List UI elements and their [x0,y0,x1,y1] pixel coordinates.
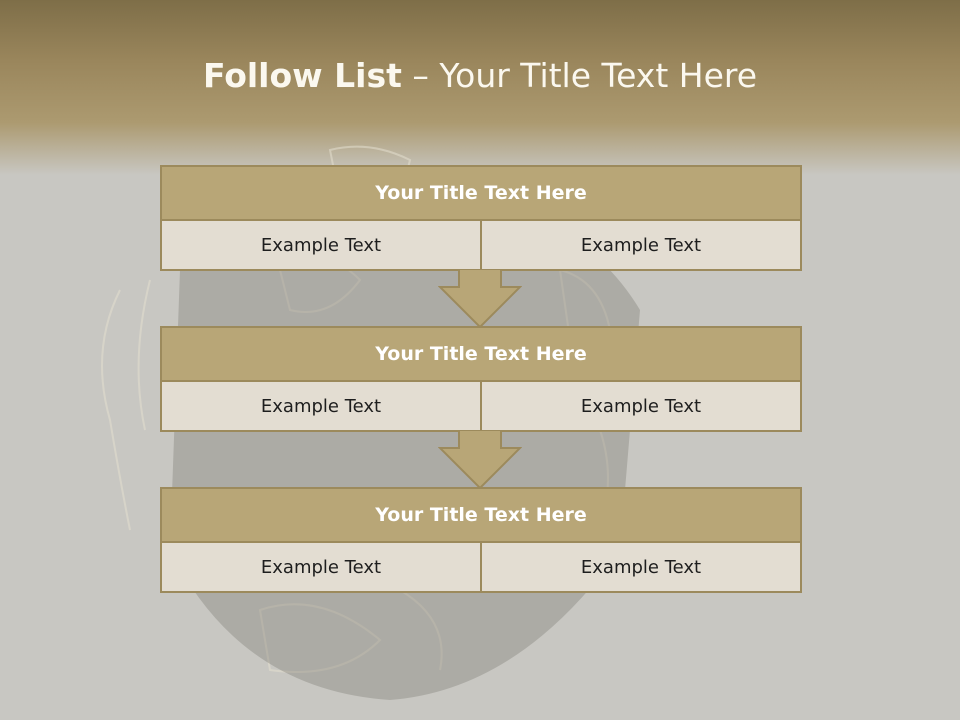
block-title: Your Title Text Here [160,326,802,382]
block-cell-right: Example Text [482,543,802,593]
header-band [0,0,960,175]
block-title: Your Title Text Here [160,165,802,221]
list-block-2: Your Title Text Here Example Text Exampl… [160,326,802,432]
block-cell-left: Example Text [160,382,482,432]
list-block-1: Your Title Text Here Example Text Exampl… [160,165,802,271]
block-cell-left: Example Text [160,543,482,593]
block-cell-right: Example Text [482,221,802,271]
block-row: Example Text Example Text [160,221,802,271]
down-arrow-icon [438,269,522,329]
block-cell-right: Example Text [482,382,802,432]
title-strong: Follow List [202,56,402,95]
title-rest: – Your Title Text Here [401,56,758,95]
block-cell-left: Example Text [160,221,482,271]
block-row: Example Text Example Text [160,543,802,593]
block-row: Example Text Example Text [160,382,802,432]
block-title: Your Title Text Here [160,487,802,543]
list-block-3: Your Title Text Here Example Text Exampl… [160,487,802,593]
down-arrow-icon [438,430,522,490]
slide-title: Follow List – Your Title Text Here [0,56,960,95]
